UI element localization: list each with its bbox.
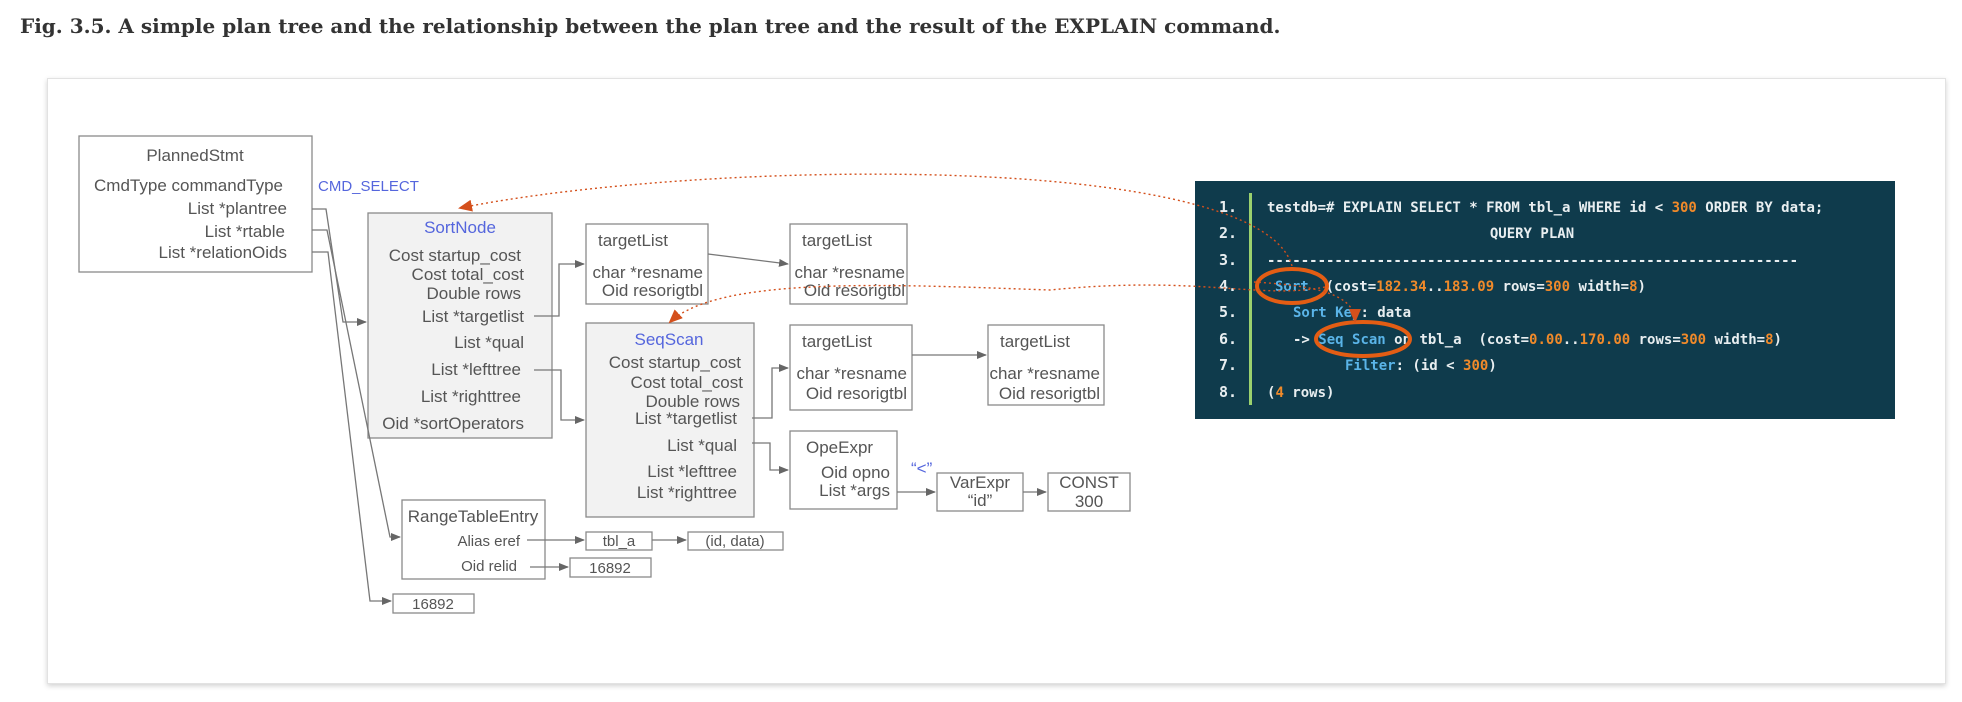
explain-output-panel: 1. 2. 3. 4. 5. 6. 7. 8. testdb=# EXPLAIN… bbox=[1195, 181, 1895, 419]
target-list-node: targetList char *resname Oid resorigtbl bbox=[987, 324, 1105, 406]
const-node: CONST 300 bbox=[1047, 472, 1131, 512]
operator-label: “<” bbox=[911, 459, 933, 478]
relid-field: Oid relid bbox=[461, 558, 517, 575]
target-list-title: targetList bbox=[598, 231, 668, 250]
sort-field: Double rows bbox=[427, 284, 522, 303]
range-table-title: RangeTableEntry bbox=[408, 507, 539, 526]
planned-stmt-title: PlannedStmt bbox=[146, 146, 244, 165]
field-rtable: List *rtable bbox=[205, 222, 285, 241]
line-number: 4. bbox=[1219, 277, 1237, 295]
code-line-7: Filter: (id < 300) bbox=[1345, 358, 1497, 374]
sort-node: SortNode Cost startup_cost Cost total_co… bbox=[367, 212, 553, 439]
sort-node-title: SortNode bbox=[424, 218, 496, 237]
target-list-field: Oid resorigtbl bbox=[602, 281, 703, 300]
target-list-field: char *resname bbox=[592, 263, 703, 282]
line-number: 1. bbox=[1219, 198, 1237, 216]
sort-field: List *qual bbox=[454, 333, 524, 352]
line-number: 7. bbox=[1219, 356, 1237, 374]
sort-to-seq-arrow bbox=[1253, 281, 1361, 323]
seq-scan-highlight-oval bbox=[1314, 320, 1412, 358]
alias-eref-field: Alias eref bbox=[457, 533, 520, 550]
line-number: 8. bbox=[1219, 383, 1237, 401]
sort-field: Cost total_cost bbox=[412, 265, 525, 284]
seq-scan-title: SeqScan bbox=[635, 330, 704, 349]
seq-field: Cost total_cost bbox=[631, 373, 744, 392]
code-line-3: ----------------------------------------… bbox=[1267, 253, 1798, 269]
figure-caption: Fig. 3.5. A simple plan tree and the rel… bbox=[20, 14, 1281, 38]
target-list-field: char *resname bbox=[794, 263, 905, 282]
code-line-4: Sort (cost=182.34..183.09 rows=300 width… bbox=[1275, 279, 1646, 295]
seq-field: Cost startup_cost bbox=[609, 353, 742, 372]
var-expr-title: VarExpr bbox=[950, 473, 1010, 492]
line-number: 3. bbox=[1219, 251, 1237, 269]
target-list-field: Oid resorigtbl bbox=[806, 384, 907, 403]
seq-field: Double rows bbox=[646, 392, 741, 411]
alias-value: tbl_a bbox=[603, 533, 636, 550]
target-list-title: targetList bbox=[802, 231, 872, 250]
code-line-5: Sort Key: data bbox=[1293, 305, 1411, 321]
target-list-field: char *resname bbox=[989, 364, 1100, 383]
seq-field: List *lefttree bbox=[647, 462, 737, 481]
ope-expr-field: Oid opno bbox=[821, 463, 890, 482]
target-list-field: char *resname bbox=[796, 364, 907, 383]
const-value: 300 bbox=[1075, 492, 1103, 511]
relid-box: 16892 bbox=[569, 557, 652, 578]
sort-field: List *targetlist bbox=[422, 307, 524, 326]
sort-highlight-oval bbox=[1255, 267, 1329, 305]
var-expr-node: VarExpr “id” bbox=[936, 472, 1024, 512]
cmd-select-label: CMD_SELECT bbox=[318, 178, 419, 195]
columns-value: (id, data) bbox=[705, 533, 764, 550]
field-relation-oids: List *relationOids bbox=[158, 243, 287, 262]
seq-field: List *targetlist bbox=[635, 409, 737, 428]
line-number: 6. bbox=[1219, 330, 1237, 348]
code-line-6: -> Seq Scan on tbl_a (cost=0.00..170.00 … bbox=[1293, 332, 1782, 348]
seq-scan-node: SeqScan Cost startup_cost Cost total_cos… bbox=[585, 322, 755, 518]
var-expr-value: “id” bbox=[968, 491, 993, 510]
sort-field: Oid *sortOperators bbox=[382, 414, 524, 433]
code-line-8: (4 rows) bbox=[1267, 385, 1334, 401]
sort-field: Cost startup_cost bbox=[389, 246, 522, 265]
range-table-entry-node: RangeTableEntry Alias eref Oid relid bbox=[401, 499, 546, 580]
field-command-type: CmdType commandType bbox=[94, 176, 283, 195]
relation-oids-box: 16892 bbox=[392, 593, 475, 614]
sort-field: List *lefttree bbox=[431, 360, 521, 379]
target-list-field: Oid resorigtbl bbox=[804, 281, 905, 300]
code-line-1: testdb=# EXPLAIN SELECT * FROM tbl_a WHE… bbox=[1267, 200, 1823, 216]
columns-box: (id, data) bbox=[687, 531, 784, 551]
connector-lines bbox=[312, 208, 1047, 605]
target-list-title: targetList bbox=[802, 332, 872, 351]
relation-oids-value: 16892 bbox=[412, 596, 454, 613]
ope-expr-title: OpeExpr bbox=[806, 438, 873, 457]
target-list-node: targetList char *resname Oid resorigtbl bbox=[789, 324, 913, 411]
planned-stmt-node: PlannedStmt CmdType commandType List *pl… bbox=[78, 135, 419, 273]
seq-field: List *qual bbox=[667, 436, 737, 455]
field-plantree: List *plantree bbox=[188, 199, 287, 218]
target-list-field: Oid resorigtbl bbox=[999, 384, 1100, 403]
alias-box: tbl_a bbox=[585, 531, 653, 551]
relid-value: 16892 bbox=[589, 560, 631, 577]
const-title: CONST bbox=[1059, 473, 1119, 492]
target-list-node: targetList char *resname Oid resorigtbl bbox=[789, 223, 908, 305]
ope-expr-field: List *args bbox=[819, 481, 890, 500]
code-line-2: QUERY PLAN bbox=[1490, 226, 1574, 242]
seq-field: List *righttree bbox=[637, 483, 737, 502]
ope-expr-node: OpeExpr Oid opno List *args “<” bbox=[789, 430, 933, 510]
line-number: 2. bbox=[1219, 224, 1237, 242]
target-list-node: targetList char *resname Oid resorigtbl bbox=[585, 223, 709, 305]
sort-field: List *righttree bbox=[421, 387, 521, 406]
line-numbers: 1. 2. 3. 4. 5. 6. 7. 8. bbox=[1219, 198, 1237, 401]
line-number: 5. bbox=[1219, 303, 1237, 321]
target-list-title: targetList bbox=[1000, 332, 1070, 351]
